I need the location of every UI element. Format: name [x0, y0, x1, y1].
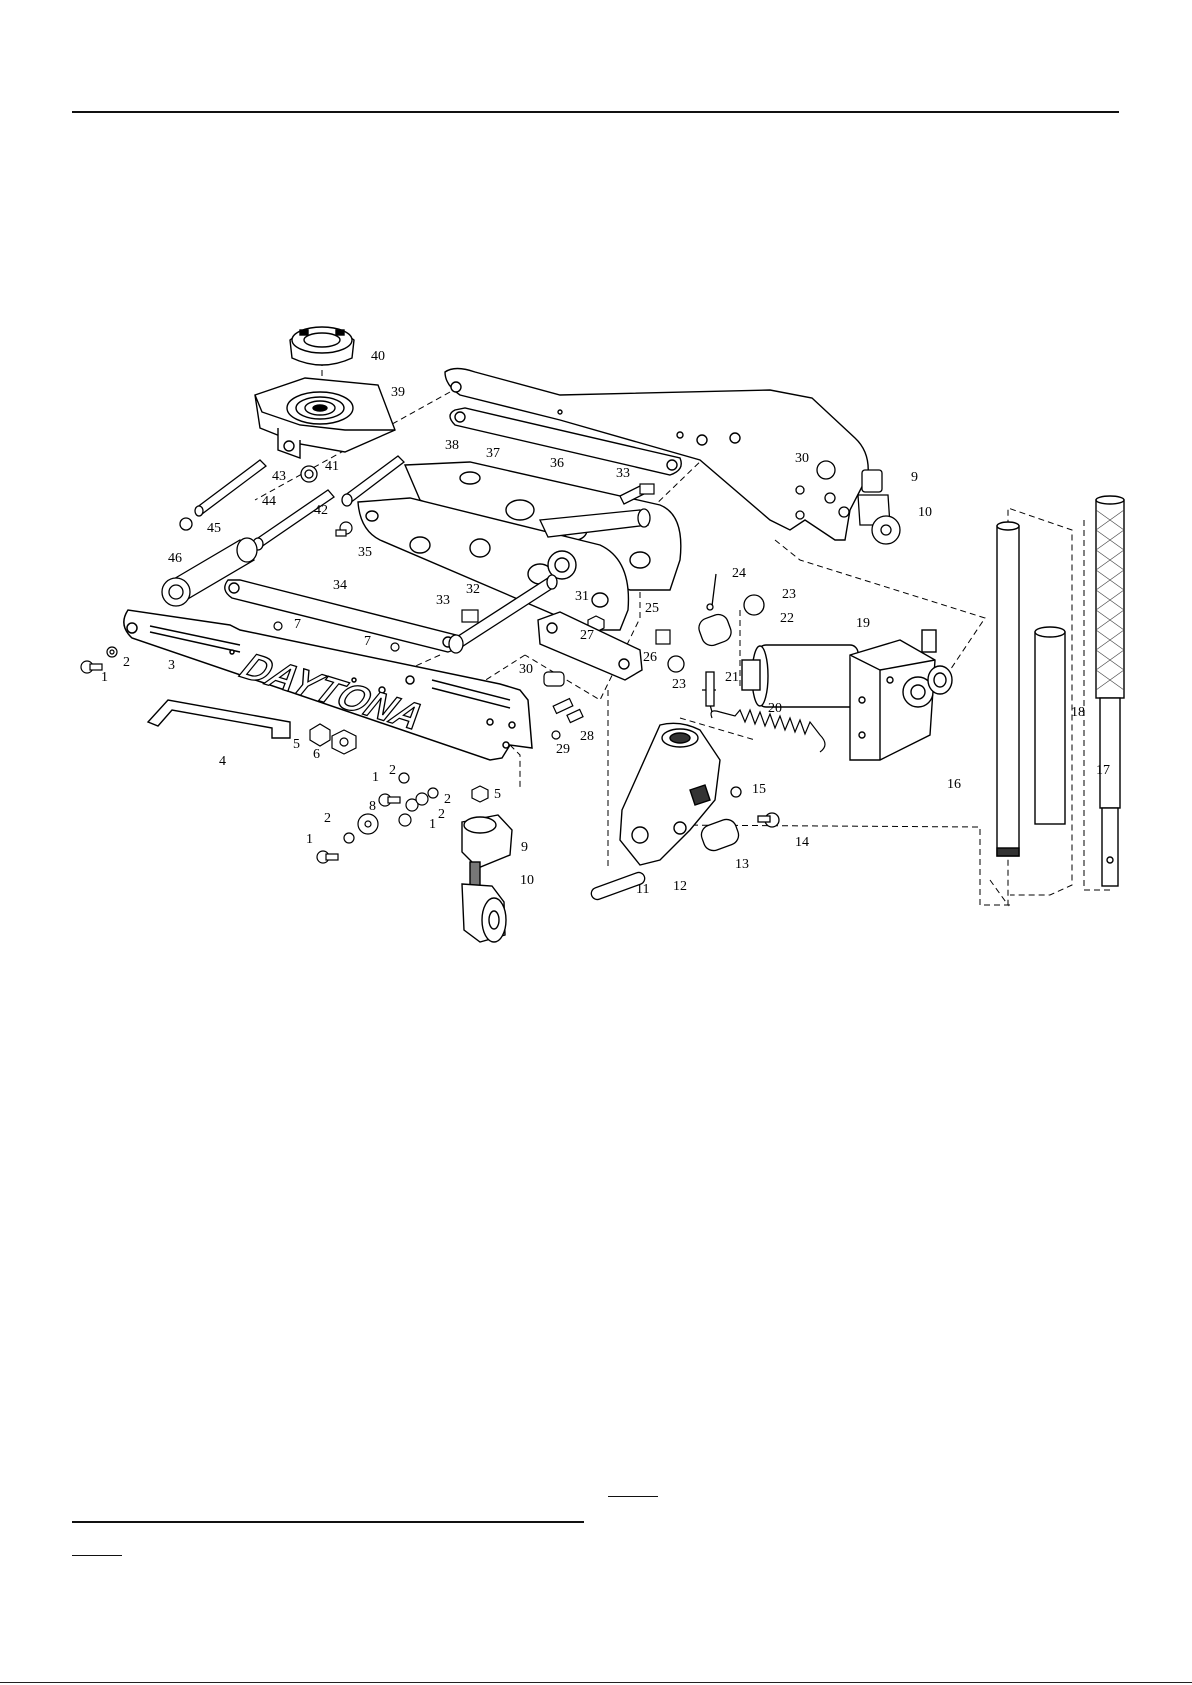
callout-33: 33: [616, 466, 630, 481]
callout-34: 34: [333, 578, 347, 593]
callout-22: 22: [780, 611, 794, 626]
footer-rule-tiny: [72, 1555, 122, 1556]
callout-1: 1: [429, 817, 436, 832]
callout-23: 23: [782, 587, 796, 602]
callout-1: 1: [306, 832, 313, 847]
callout-24: 24: [732, 566, 746, 581]
callout-7: 7: [294, 617, 301, 632]
callout-28: 28: [580, 729, 594, 744]
callout-1: 1: [101, 670, 108, 685]
callout-2: 2: [324, 811, 331, 826]
callout-30: 30: [519, 662, 533, 677]
callout-33: 33: [436, 593, 450, 608]
callout-35: 35: [358, 545, 372, 560]
callout-9: 9: [521, 840, 528, 855]
callout-2: 2: [123, 655, 130, 670]
callout-16: 16: [947, 777, 961, 792]
return-spring: [711, 710, 825, 752]
saddle-plate: [255, 378, 395, 458]
callout-39: 39: [391, 385, 405, 400]
callout-41: 41: [325, 459, 339, 474]
callout-17: 17: [1096, 763, 1110, 778]
footer-rule-long: [72, 1521, 584, 1523]
callout-31: 31: [575, 589, 589, 604]
callout-7: 7: [364, 634, 371, 649]
callout-15: 15: [752, 782, 766, 797]
callout-12: 12: [673, 879, 687, 894]
callout-30: 30: [795, 451, 809, 466]
callout-23: 23: [672, 677, 686, 692]
callout-5: 5: [293, 737, 300, 752]
callout-3: 3: [168, 658, 175, 673]
callout-21: 21: [725, 670, 739, 685]
handle: [148, 700, 290, 738]
saddle-pad: [290, 327, 354, 365]
callout-9: 9: [911, 470, 918, 485]
callout-10: 10: [520, 873, 534, 888]
footer-rule-short: [608, 1496, 658, 1497]
callout-20: 20: [768, 701, 782, 716]
callout-18: 18: [1071, 705, 1085, 720]
callout-44: 44: [262, 494, 276, 509]
callout-6: 6: [313, 747, 320, 762]
callout-37: 37: [486, 446, 500, 461]
callout-19: 19: [856, 616, 870, 631]
callout-2: 2: [444, 792, 451, 807]
bottom-rule: [0, 1682, 1192, 1683]
callout-32: 32: [466, 582, 480, 597]
callout-2: 2: [389, 763, 396, 778]
handle-tubes: [997, 496, 1124, 886]
callout-1: 1: [372, 770, 379, 785]
callout-36: 36: [550, 456, 564, 471]
callout-2: 2: [438, 807, 445, 822]
callout-40: 40: [371, 349, 385, 364]
hydraulic-pump: [742, 630, 952, 760]
callout-46: 46: [168, 551, 182, 566]
callout-26: 26: [643, 650, 657, 665]
callout-27: 27: [580, 628, 594, 643]
front-caster: [462, 815, 512, 942]
callout-13: 13: [735, 857, 749, 872]
callout-25: 25: [645, 601, 659, 616]
callout-14: 14: [795, 835, 809, 850]
callout-10: 10: [918, 505, 932, 520]
callout-4: 4: [219, 754, 226, 769]
callout-5: 5: [494, 787, 501, 802]
callout-38: 38: [445, 438, 459, 453]
callout-42: 42: [314, 503, 328, 518]
callout-45: 45: [207, 521, 221, 536]
callout-43: 43: [272, 469, 286, 484]
callout-11: 11: [636, 882, 649, 897]
callout-8: 8: [369, 799, 376, 814]
callout-29: 29: [556, 742, 570, 757]
